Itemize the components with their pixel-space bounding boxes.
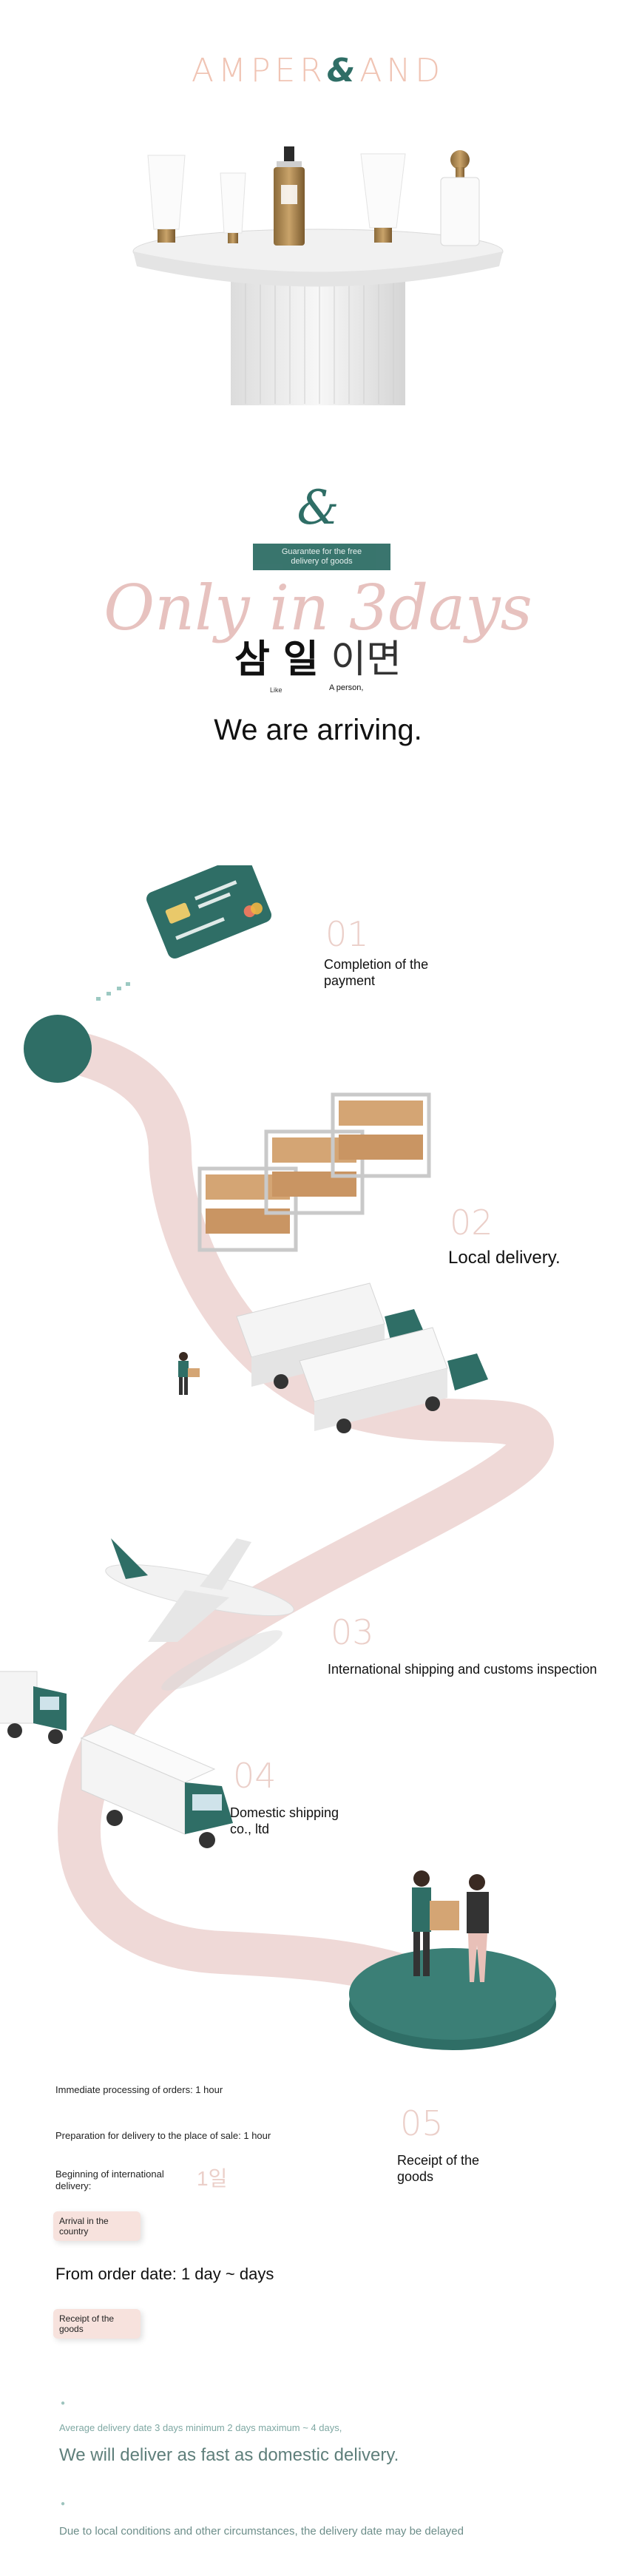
headline-script: Only in 3days (104, 572, 532, 644)
receipt-chip: Receipt of the goods (53, 2309, 141, 2339)
domestic-truck-icon (80, 1724, 233, 1848)
step-5-number: 05 (400, 2103, 444, 2143)
brand-ampersand: & (326, 52, 360, 89)
brand-name-part1: AMPER (191, 52, 327, 89)
step-4-number: 04 (233, 1756, 277, 1796)
handover-platform-icon (349, 1948, 556, 2050)
step-4-label: Domestic shipping co., ltd (230, 1805, 339, 1836)
handover-people-icon (412, 1870, 489, 1982)
product-tube-3 (360, 153, 406, 243)
brand-logo: AMPER&AND (0, 52, 636, 89)
headline-korean: 삼 일 이면 (0, 640, 636, 679)
free-delivery-banner: Guarantee for the free delivery of goods (253, 544, 390, 570)
brand-mark-icon: & (297, 481, 339, 535)
route-path (36, 1027, 555, 1996)
step-2-label: Local delivery. (448, 1248, 561, 1268)
product-bottle-clear (440, 150, 480, 246)
delivery-route-illustration (0, 865, 556, 2050)
preparation-time: Preparation for delivery to the place of… (55, 2130, 271, 2141)
credit-card-icon (146, 865, 272, 959)
warehouse-shelves-icon (197, 1092, 431, 1252)
processing-time: Immediate processing of orders: 1 hour (55, 2084, 223, 2095)
subtitle-arriving: We are arriving. (214, 714, 422, 746)
podium-pillar (231, 274, 405, 405)
courier-person-icon (178, 1352, 200, 1395)
korean-bold: 삼 일 (234, 638, 319, 682)
step-2-number: 02 (450, 1203, 493, 1243)
product-tube-2 (220, 172, 246, 243)
airplane-icon (105, 1538, 294, 1691)
product-tube-1 (147, 155, 186, 243)
banner-line-2: delivery of goods (291, 557, 353, 566)
note-dot-icon: ● (61, 2399, 66, 2407)
brand-name-part2: AND (359, 52, 445, 89)
korean-light: 이면 (331, 638, 402, 682)
arrival-chip: Arrival in the country (53, 2211, 141, 2241)
note-dot-icon: ● (61, 2500, 66, 2508)
intl-start-time: Beginning of international delivery: (55, 2168, 164, 2191)
step-1-label: Completion of the payment (324, 957, 429, 988)
product-bottle-gold (274, 146, 305, 246)
average-delivery-note: Average delivery date 3 days minimum 2 d… (59, 2422, 342, 2433)
route-start-dot (24, 1015, 92, 1083)
step-1-number: 01 (325, 914, 369, 954)
step-3-number: 03 (331, 1612, 374, 1652)
from-order-date: From order date: 1 day ~ days (55, 2265, 274, 2283)
banner-line-1: Guarantee for the free (281, 547, 362, 556)
ghost-day-label: 1일 (197, 2167, 228, 2190)
step-5-label: Receipt of the goods (397, 2153, 480, 2184)
product-podium-illustration (132, 146, 504, 405)
delay-note: Due to local conditions and other circum… (59, 2525, 464, 2538)
fast-delivery-note: We will deliver as fast as domestic deli… (59, 2445, 399, 2465)
truck-left-icon (0, 1671, 67, 1744)
step-3-label: International shipping and customs inspe… (328, 1662, 598, 1677)
local-trucks-icon (236, 1282, 488, 1433)
like-caption: Like (270, 686, 283, 694)
person-caption: A person, (329, 683, 364, 692)
